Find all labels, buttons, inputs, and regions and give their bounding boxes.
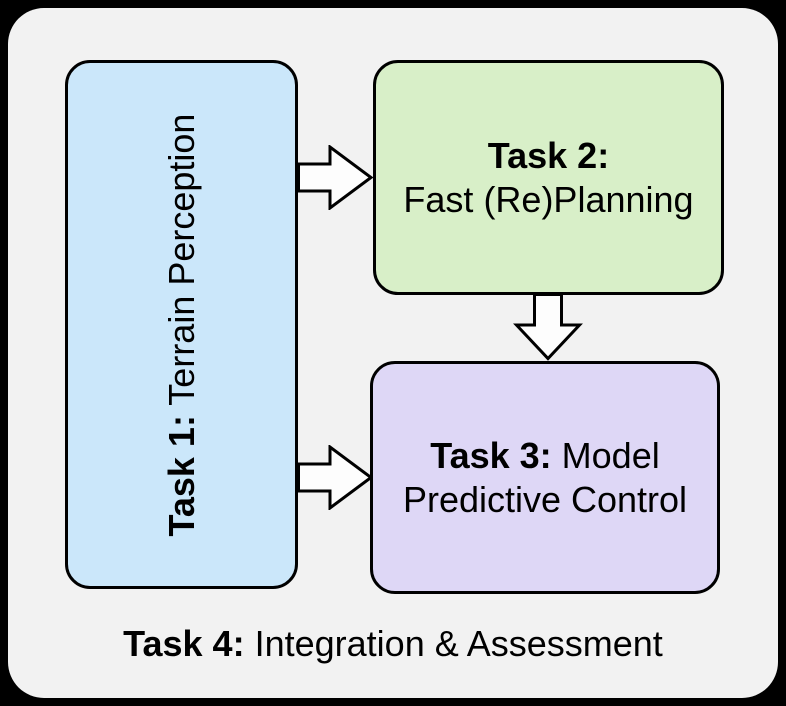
arrow-task2-to-task3-icon bbox=[513, 293, 583, 361]
task2-label: Task 2:Fast (Re)Planning bbox=[376, 134, 721, 222]
arrow-task1-to-task2-icon bbox=[297, 145, 373, 210]
task4-label: Task 4: Integration & Assessment bbox=[8, 622, 778, 666]
task3-label-text: Model Predictive Control bbox=[402, 434, 688, 520]
task3-label-prefix: Task 3: bbox=[430, 434, 552, 476]
task3-box: Task 3: Model Predictive Control bbox=[370, 361, 720, 594]
task4-label-text: Integration & Assessment bbox=[254, 623, 663, 664]
task3-label: Task 3: Model Predictive Control bbox=[373, 434, 717, 522]
task1-label: Task 1: Terrain Perception bbox=[160, 113, 204, 536]
task4-label-prefix: Task 4: bbox=[123, 623, 245, 664]
task2-box: Task 2:Fast (Re)Planning bbox=[373, 60, 724, 295]
task1-box: Task 1: Terrain Perception bbox=[65, 60, 298, 589]
arrow-task1-to-task3-icon bbox=[297, 445, 373, 510]
task2-label-text: Fast (Re)Planning bbox=[403, 178, 694, 220]
task1-label-text: Terrain Perception bbox=[160, 113, 202, 406]
task2-label-prefix: Task 2: bbox=[487, 134, 610, 176]
task1-label-prefix: Task 1: bbox=[160, 414, 202, 536]
